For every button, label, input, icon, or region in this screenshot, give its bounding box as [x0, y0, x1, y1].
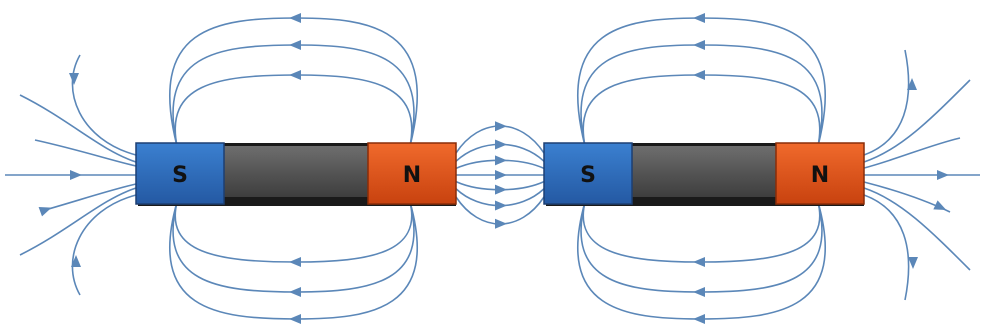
south-pole [135, 142, 225, 205]
field-loop-bottom [172, 201, 415, 293]
field-line-incoming [44, 183, 137, 211]
field-line-outgoing [863, 137, 961, 169]
arrowhead [907, 78, 917, 90]
arrowhead [495, 184, 507, 195]
arrowhead [937, 170, 949, 180]
left-bar-magnet: S N [135, 142, 457, 206]
south-pole-label: S [172, 163, 188, 188]
south-pole [543, 142, 633, 205]
field-line-incoming [19, 187, 137, 256]
arrowhead [289, 13, 301, 23]
arrowhead [693, 13, 705, 23]
magnet-body [224, 146, 368, 197]
field-loop-top [169, 17, 419, 147]
field-loop-top [174, 74, 413, 147]
north-pole-label: N [811, 163, 829, 188]
field-direction-arrows [38, 13, 949, 324]
field-loop-bottom [174, 201, 413, 263]
arrowhead [289, 314, 301, 324]
arrowhead [908, 257, 918, 269]
field-line-outgoing [863, 49, 910, 156]
field-loop-top [576, 17, 826, 147]
arrowhead [693, 287, 705, 297]
field-line-incoming [34, 139, 137, 167]
field-loop-top [172, 44, 415, 147]
arrowhead [495, 170, 507, 180]
magnet-body [632, 146, 776, 197]
arrowhead [693, 70, 705, 80]
arrowhead [70, 170, 82, 180]
arrowhead [693, 314, 705, 324]
field-loop-bottom [580, 201, 823, 293]
north-pole [775, 142, 865, 205]
arrowhead [289, 257, 301, 267]
arrowhead [495, 218, 507, 229]
south-pole-label: S [580, 163, 596, 188]
arrowhead [289, 40, 301, 50]
field-loop-top [582, 74, 821, 147]
arrowhead [69, 73, 79, 85]
arrowhead [71, 255, 81, 267]
north-pole-label: N [403, 163, 421, 188]
field-line-incoming [71, 54, 137, 156]
field-loop-top [580, 44, 823, 147]
arrowhead [693, 257, 705, 267]
arrowhead [38, 207, 52, 217]
field-line-incoming [19, 94, 137, 163]
arrowhead [495, 121, 507, 132]
field-line-outgoing [863, 194, 910, 301]
field-line-outgoing [863, 187, 971, 271]
arrowhead [693, 40, 705, 50]
arrowhead [289, 287, 301, 297]
arrowhead [933, 200, 947, 210]
arrowhead [495, 200, 507, 211]
field-line-between-magnets [455, 125, 545, 154]
north-pole [367, 142, 457, 205]
arrowhead [289, 70, 301, 80]
field-line-incoming [71, 194, 137, 296]
field-line-outgoing [863, 79, 971, 163]
arrowhead [495, 155, 507, 166]
right-bar-magnet: S N [543, 142, 865, 206]
arrowhead [495, 139, 507, 150]
field-loop-bottom [582, 201, 821, 263]
field-line-between-magnets [455, 196, 545, 225]
